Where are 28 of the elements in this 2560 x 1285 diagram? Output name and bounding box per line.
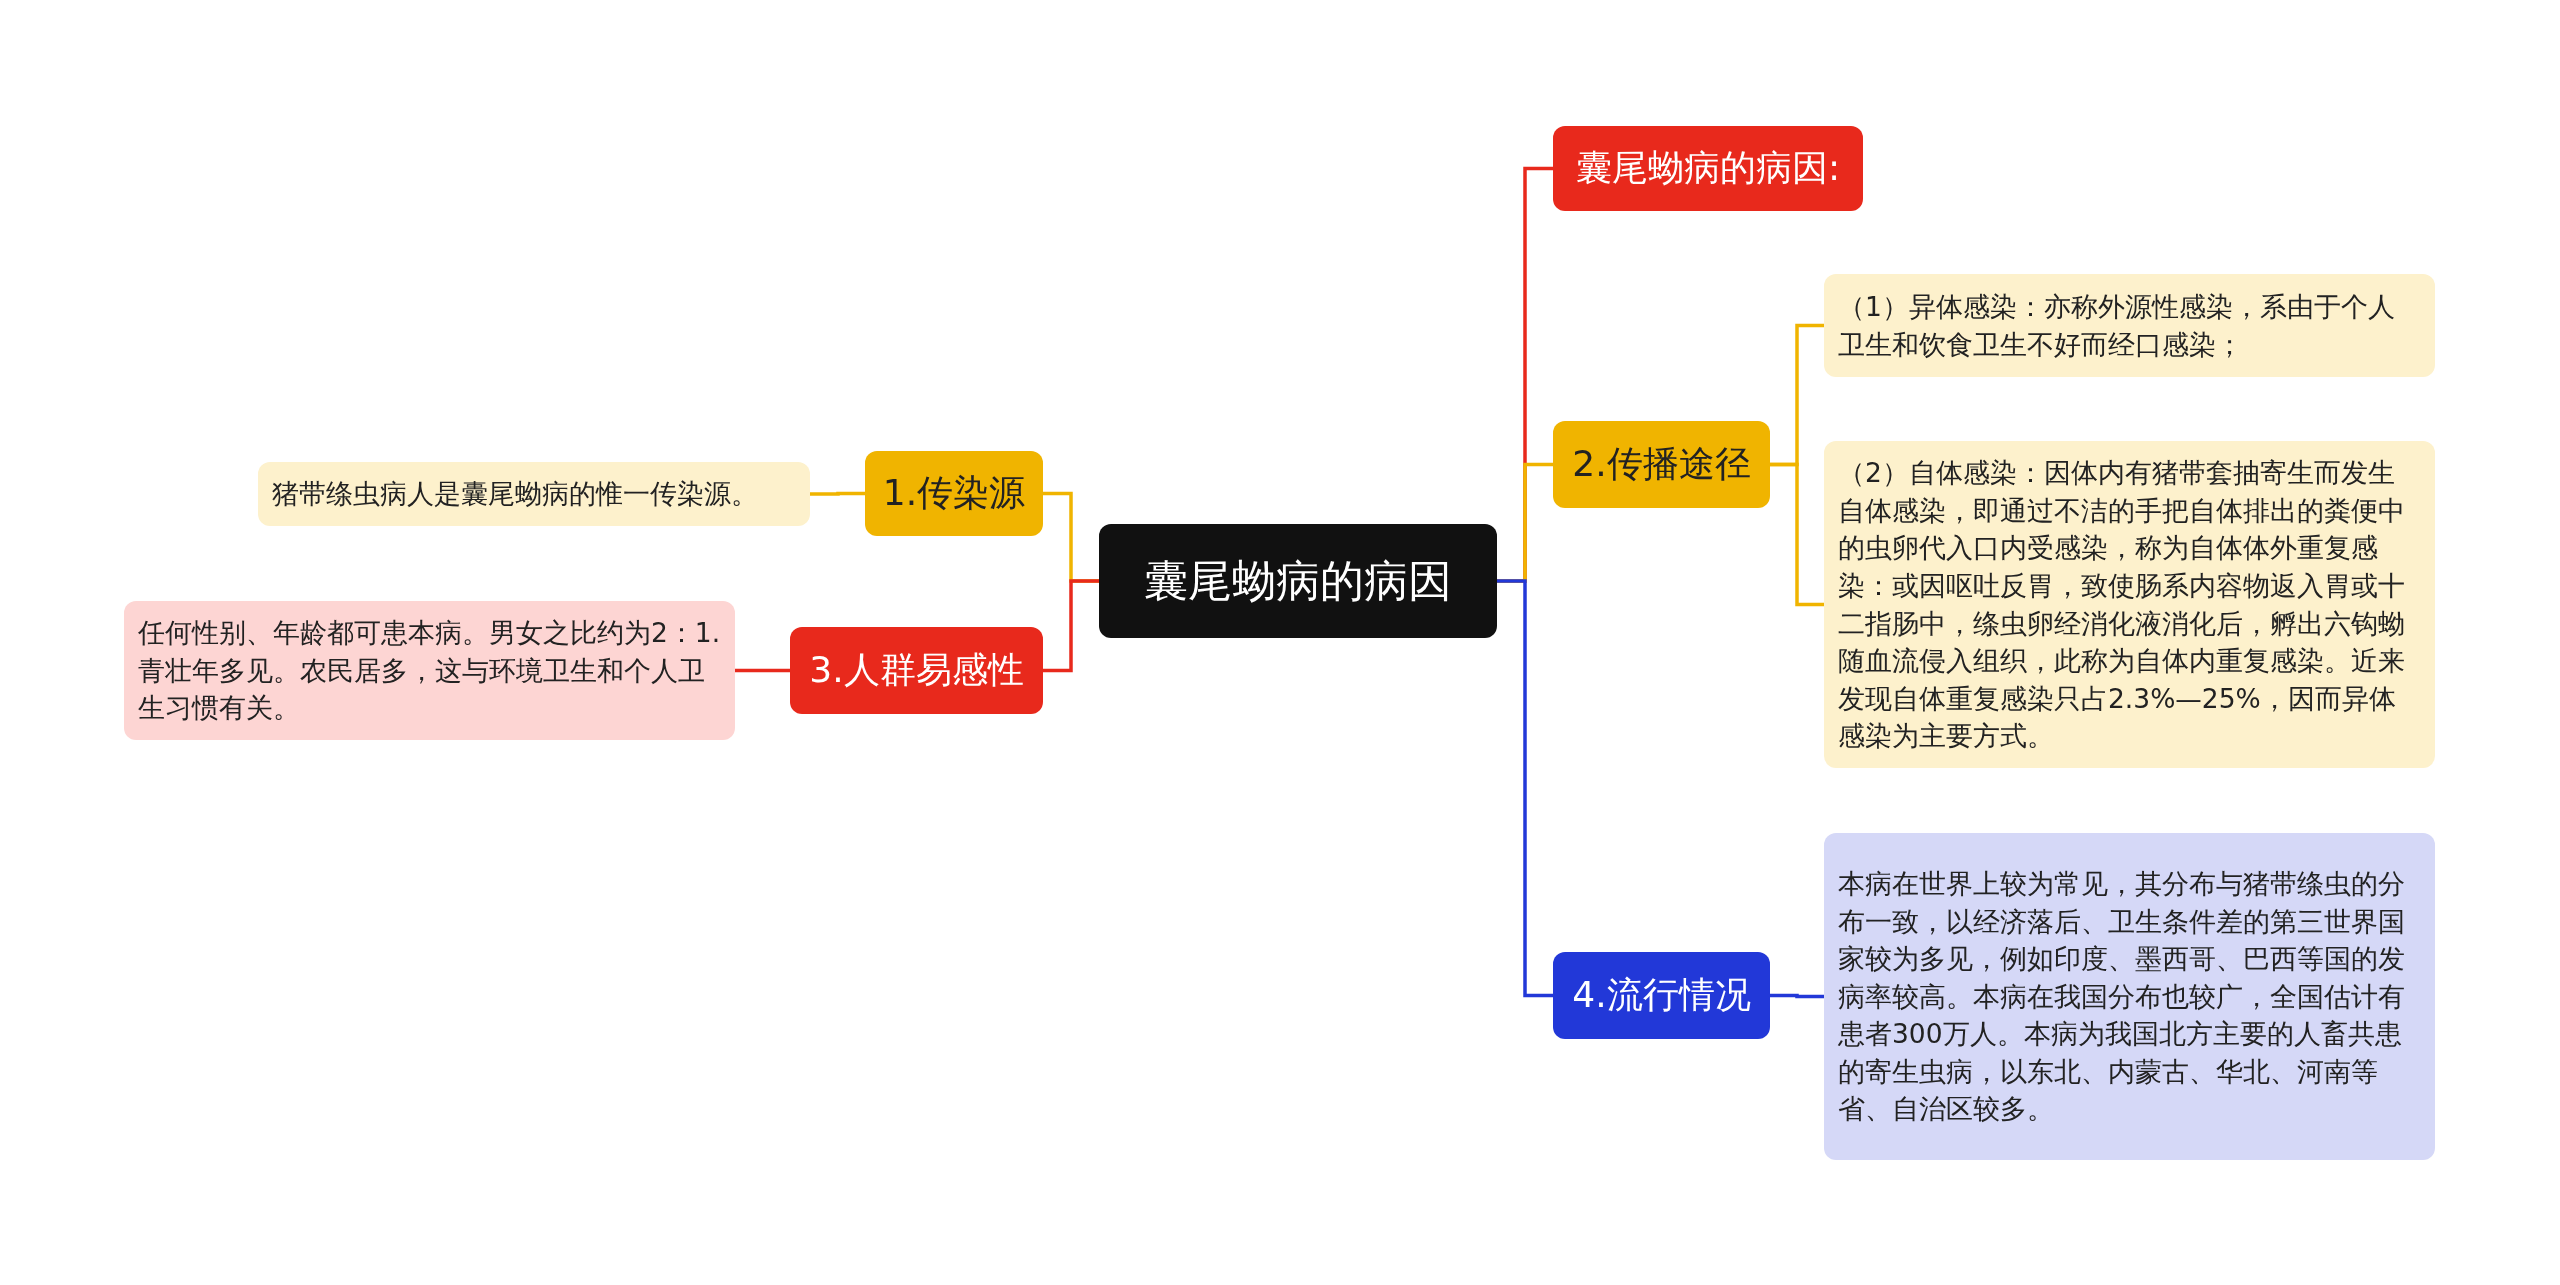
connector-line — [735, 668, 790, 673]
topic-text: 2.传播途径 — [1572, 442, 1751, 486]
topic-box — [865, 451, 1043, 536]
topic-text: （1）异体感染：亦称外源性感染，系由于个人卫生和饮食卫生不好而经口感染； — [1838, 289, 2396, 362]
connector-line — [1770, 462, 1824, 607]
connector-line — [1043, 579, 1099, 673]
topic-box — [1553, 421, 1770, 508]
note-box — [1824, 833, 2435, 1160]
topic-text: 4.流行情况 — [1572, 973, 1751, 1017]
topic-text: 1.传染源 — [882, 471, 1026, 515]
central-topic — [1099, 524, 1497, 638]
topic-box — [1553, 952, 1770, 1039]
topic-text: （2）自体感染：因体内有猪带套抽寄生而发生自体感染，即通过不洁的手把自体排出的粪便中的虫卵代入口内受感染，称为自体体外重复感染：或因呕吐反胃，致使肠系内容物返入胃或十二指肠中，绦虫卵经消化液消化后，孵出六钩蚴随血流侵入组织，此称为自体内重复感染。近来发现自体重复感染只占2.3%—25%，因而异体感染为主要方式。 — [1838, 456, 2406, 754]
topic-box — [1553, 126, 1863, 211]
connector-line — [810, 491, 865, 496]
note-box — [124, 601, 735, 740]
topic-text: 3.人群易感性 — [809, 648, 1024, 692]
note-box — [1824, 441, 2435, 768]
note-box — [1824, 274, 2435, 377]
topic-text: 囊尾蚴病的病因 — [1144, 553, 1452, 608]
note-box — [258, 462, 810, 526]
topic-box — [790, 627, 1043, 714]
topic-text: 囊尾蚴病的病因: — [1575, 146, 1841, 190]
connector-line — [1770, 993, 1824, 999]
topic-text: 任何性别、年龄都可患本病。男女之比约为2：1.青壮年多见。农民居多，这与环境卫生和个人卫生习惯有关。 — [138, 616, 721, 726]
topic-text: 本病在世界上较为常见，其分布与猪带绦虫的分布一致，以经济落后、卫生条件差的第三世界国家较为多见，例如印度、墨西哥、巴西等国的发病率较高。本病在我国分布也较广，全国估计有患者300万人。本病为我国北方主要的人畜共患的寄生虫病，以东北、内蒙古、华北、河南等省、自治区较多。 — [1838, 866, 2406, 1127]
connector-line — [1497, 579, 1553, 998]
topic-text: 猪带绦虫病人是囊尾蚴病的惟一传染源。 — [272, 477, 758, 512]
